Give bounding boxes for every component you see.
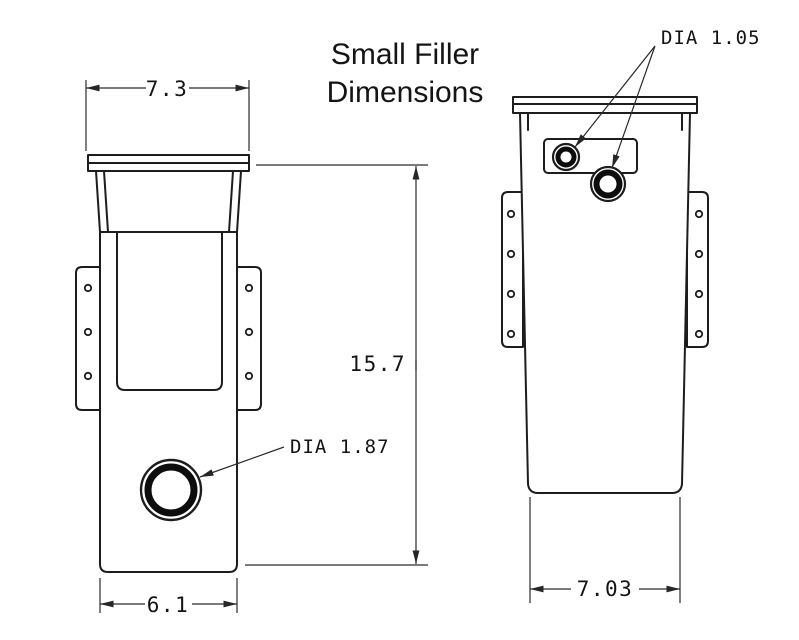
front-dim-top-width: 7.3 [85, 77, 250, 151]
leader-line [199, 446, 285, 478]
side-left-bracket [501, 191, 524, 348]
bracket-hole [244, 283, 254, 293]
bracket-hole [506, 329, 516, 339]
bracket-hole [83, 327, 93, 337]
bracket-hole [506, 249, 516, 259]
drain-port-ring [144, 463, 198, 517]
bracket-hole [694, 289, 704, 299]
front-drain-leader: DIA 1.87 [199, 436, 390, 478]
front-view [75, 154, 262, 573]
small-port-ring [555, 146, 577, 168]
bracket-hole [694, 249, 704, 259]
front-dim-bottom-width: 6.1 [99, 578, 238, 617]
bracket-hole [506, 209, 516, 219]
side-body [519, 112, 691, 494]
leader-line [611, 45, 656, 169]
side-dim-bottom-width: 7.03 [529, 497, 681, 603]
large-port-ring [593, 169, 623, 199]
side-right-bracket [686, 191, 709, 348]
front-height-value: 15.7 [349, 352, 406, 376]
drain-diameter-label: DIA 1.87 [290, 436, 390, 458]
bracket-hole [244, 371, 254, 381]
front-collar [95, 170, 242, 233]
side-body-inner-wall [527, 112, 683, 131]
front-opening-window [116, 231, 223, 391]
bracket-hole [694, 209, 704, 219]
title-line-1: Small Filler [331, 38, 479, 71]
leader-line [574, 45, 656, 148]
port-diameter-label: DIA 1.05 [661, 27, 761, 49]
bracket-hole [694, 329, 704, 339]
front-dim-height: 15.7 [245, 164, 428, 566]
front-right-bracket [235, 266, 262, 411]
bracket-hole [83, 371, 93, 381]
bracket-hole [244, 327, 254, 337]
side-port-leaders: DIA 1.05 [574, 27, 761, 169]
bracket-hole [506, 289, 516, 299]
drawing-title: Small Filler Dimensions [327, 38, 484, 109]
front-left-bracket [75, 266, 102, 411]
front-top-width-value: 7.3 [146, 77, 188, 101]
front-bottom-width-value: 6.1 [147, 593, 189, 617]
bracket-hole [83, 283, 93, 293]
title-line-2: Dimensions [327, 76, 484, 109]
front-body [99, 231, 238, 573]
side-bottom-width-value: 7.03 [577, 577, 634, 601]
side-view [501, 96, 709, 494]
